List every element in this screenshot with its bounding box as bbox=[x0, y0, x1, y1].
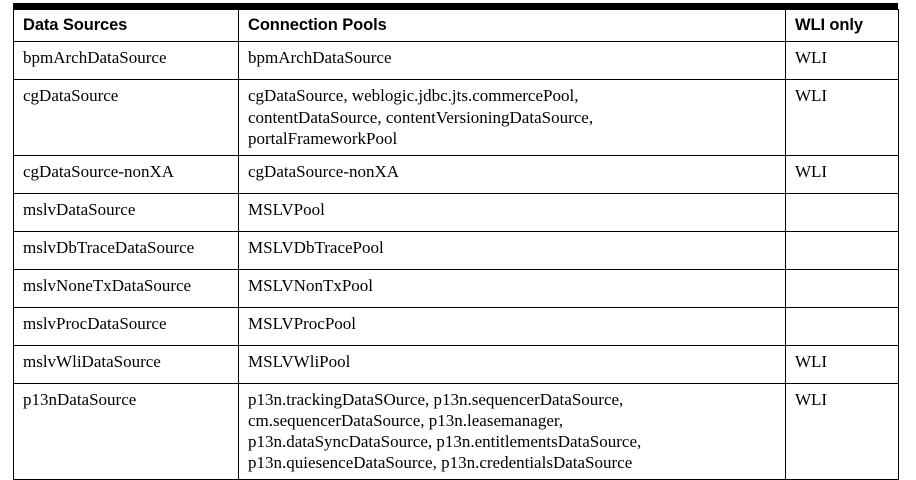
table-row: mslvDbTraceDataSource MSLVDbTracePool bbox=[13, 230, 899, 270]
connection-pool-list: MSLVDbTracePool bbox=[248, 237, 785, 258]
table-row: mslvWliDataSource MSLVWliPool WLI bbox=[13, 344, 899, 384]
cell-wli-only bbox=[785, 230, 899, 270]
cell-data-source: mslvDbTraceDataSource bbox=[13, 230, 239, 270]
cell-data-source: mslvWliDataSource bbox=[13, 344, 239, 384]
document-page: Data Sources Connection Pools WLI only b… bbox=[13, 3, 899, 480]
cell-wli-only: WLI bbox=[785, 344, 899, 384]
connection-pool-line: MSLVNonTxPool bbox=[248, 275, 374, 295]
column-header-wli-only: WLI only bbox=[785, 8, 899, 43]
table-top-rule bbox=[13, 3, 898, 9]
cell-data-source: mslvDataSource bbox=[13, 192, 239, 232]
connection-pool-list: MSLVPool bbox=[248, 199, 785, 220]
cell-data-source: cgDataSource-nonXA bbox=[13, 154, 239, 194]
cell-data-source: p13nDataSource bbox=[13, 382, 239, 480]
table-row: mslvDataSource MSLVPool bbox=[13, 192, 899, 232]
cell-connection-pools: bpmArchDataSource bbox=[238, 41, 786, 81]
connection-pool-line: MSLVDbTracePool bbox=[248, 237, 384, 257]
table-row: cgDataSource-nonXA cgDataSource-nonXA WL… bbox=[13, 154, 899, 194]
cell-data-source: mslvNoneTxDataSource bbox=[13, 268, 239, 308]
table-row: bpmArchDataSource bpmArchDataSource WLI bbox=[13, 41, 899, 81]
cell-wli-only: WLI bbox=[785, 154, 899, 194]
table-row: mslvProcDataSource MSLVProcPool bbox=[13, 306, 899, 346]
column-header-data-sources: Data Sources bbox=[13, 8, 239, 43]
cell-data-source: mslvProcDataSource bbox=[13, 306, 239, 346]
cell-connection-pools: MSLVNonTxPool bbox=[238, 268, 786, 308]
connection-pool-list: p13n.trackingDataSOurce, p13n.sequencerD… bbox=[248, 389, 785, 473]
connection-pool-line: contentDataSource, contentVersioningData… bbox=[248, 107, 594, 127]
connection-pool-list: MSLVNonTxPool bbox=[248, 275, 785, 296]
table-header: Data Sources Connection Pools WLI only bbox=[13, 8, 899, 43]
cell-wli-only: WLI bbox=[785, 41, 899, 81]
cell-data-source: bpmArchDataSource bbox=[13, 41, 239, 81]
connection-pool-list: MSLVWliPool bbox=[248, 351, 785, 372]
table-body: bpmArchDataSource bpmArchDataSource WLI … bbox=[13, 41, 899, 480]
table-row: mslvNoneTxDataSource MSLVNonTxPool bbox=[13, 268, 899, 308]
connection-pool-line: cm.sequencerDataSource, p13n.leasemanage… bbox=[248, 410, 564, 430]
connection-pool-line: MSLVWliPool bbox=[248, 351, 351, 371]
connection-pool-line: portalFrameworkPool bbox=[248, 128, 398, 148]
cell-connection-pools: MSLVProcPool bbox=[238, 306, 786, 346]
cell-connection-pools: p13n.trackingDataSOurce, p13n.sequencerD… bbox=[238, 382, 786, 480]
cell-data-source: cgDataSource bbox=[13, 79, 239, 156]
cell-wli-only bbox=[785, 306, 899, 346]
cell-connection-pools: MSLVDbTracePool bbox=[238, 230, 786, 270]
connection-pool-line: p13n.dataSyncDataSource, p13n.entitlemen… bbox=[248, 431, 642, 451]
table-row: p13nDataSource p13n.trackingDataSOurce, … bbox=[13, 382, 899, 480]
table-row: cgDataSource cgDataSource, weblogic.jdbc… bbox=[13, 79, 899, 156]
cell-connection-pools: MSLVWliPool bbox=[238, 344, 786, 384]
cell-wli-only: WLI bbox=[785, 382, 899, 480]
cell-connection-pools: MSLVPool bbox=[238, 192, 786, 232]
connection-pool-line: bpmArchDataSource bbox=[248, 48, 392, 68]
connection-pool-list: MSLVProcPool bbox=[248, 313, 785, 334]
connection-pool-list: bpmArchDataSource bbox=[248, 47, 785, 68]
connection-pool-line: p13n.trackingDataSOurce, p13n.sequencerD… bbox=[248, 389, 624, 409]
connection-pool-line: cgDataSource, weblogic.jdbc.jts.commerce… bbox=[248, 86, 579, 106]
cell-wli-only: WLI bbox=[785, 79, 899, 156]
connection-pool-line: p13n.quiesenceDataSource, p13n.credentia… bbox=[248, 452, 633, 472]
cell-wli-only bbox=[785, 192, 899, 232]
table-header-row: Data Sources Connection Pools WLI only bbox=[13, 8, 899, 43]
cell-connection-pools: cgDataSource, weblogic.jdbc.jts.commerce… bbox=[238, 79, 786, 156]
connection-pool-line: MSLVPool bbox=[248, 199, 325, 219]
connection-pool-line: MSLVProcPool bbox=[248, 313, 357, 333]
data-sources-table: Data Sources Connection Pools WLI only b… bbox=[13, 8, 899, 480]
connection-pool-line: cgDataSource-nonXA bbox=[248, 161, 400, 181]
table-container: Data Sources Connection Pools WLI only b… bbox=[13, 8, 899, 480]
connection-pool-list: cgDataSource, weblogic.jdbc.jts.commerce… bbox=[248, 85, 785, 148]
connection-pool-list: cgDataSource-nonXA bbox=[248, 161, 785, 182]
cell-connection-pools: cgDataSource-nonXA bbox=[238, 154, 786, 194]
cell-wli-only bbox=[785, 268, 899, 308]
column-header-connection-pools: Connection Pools bbox=[238, 8, 786, 43]
